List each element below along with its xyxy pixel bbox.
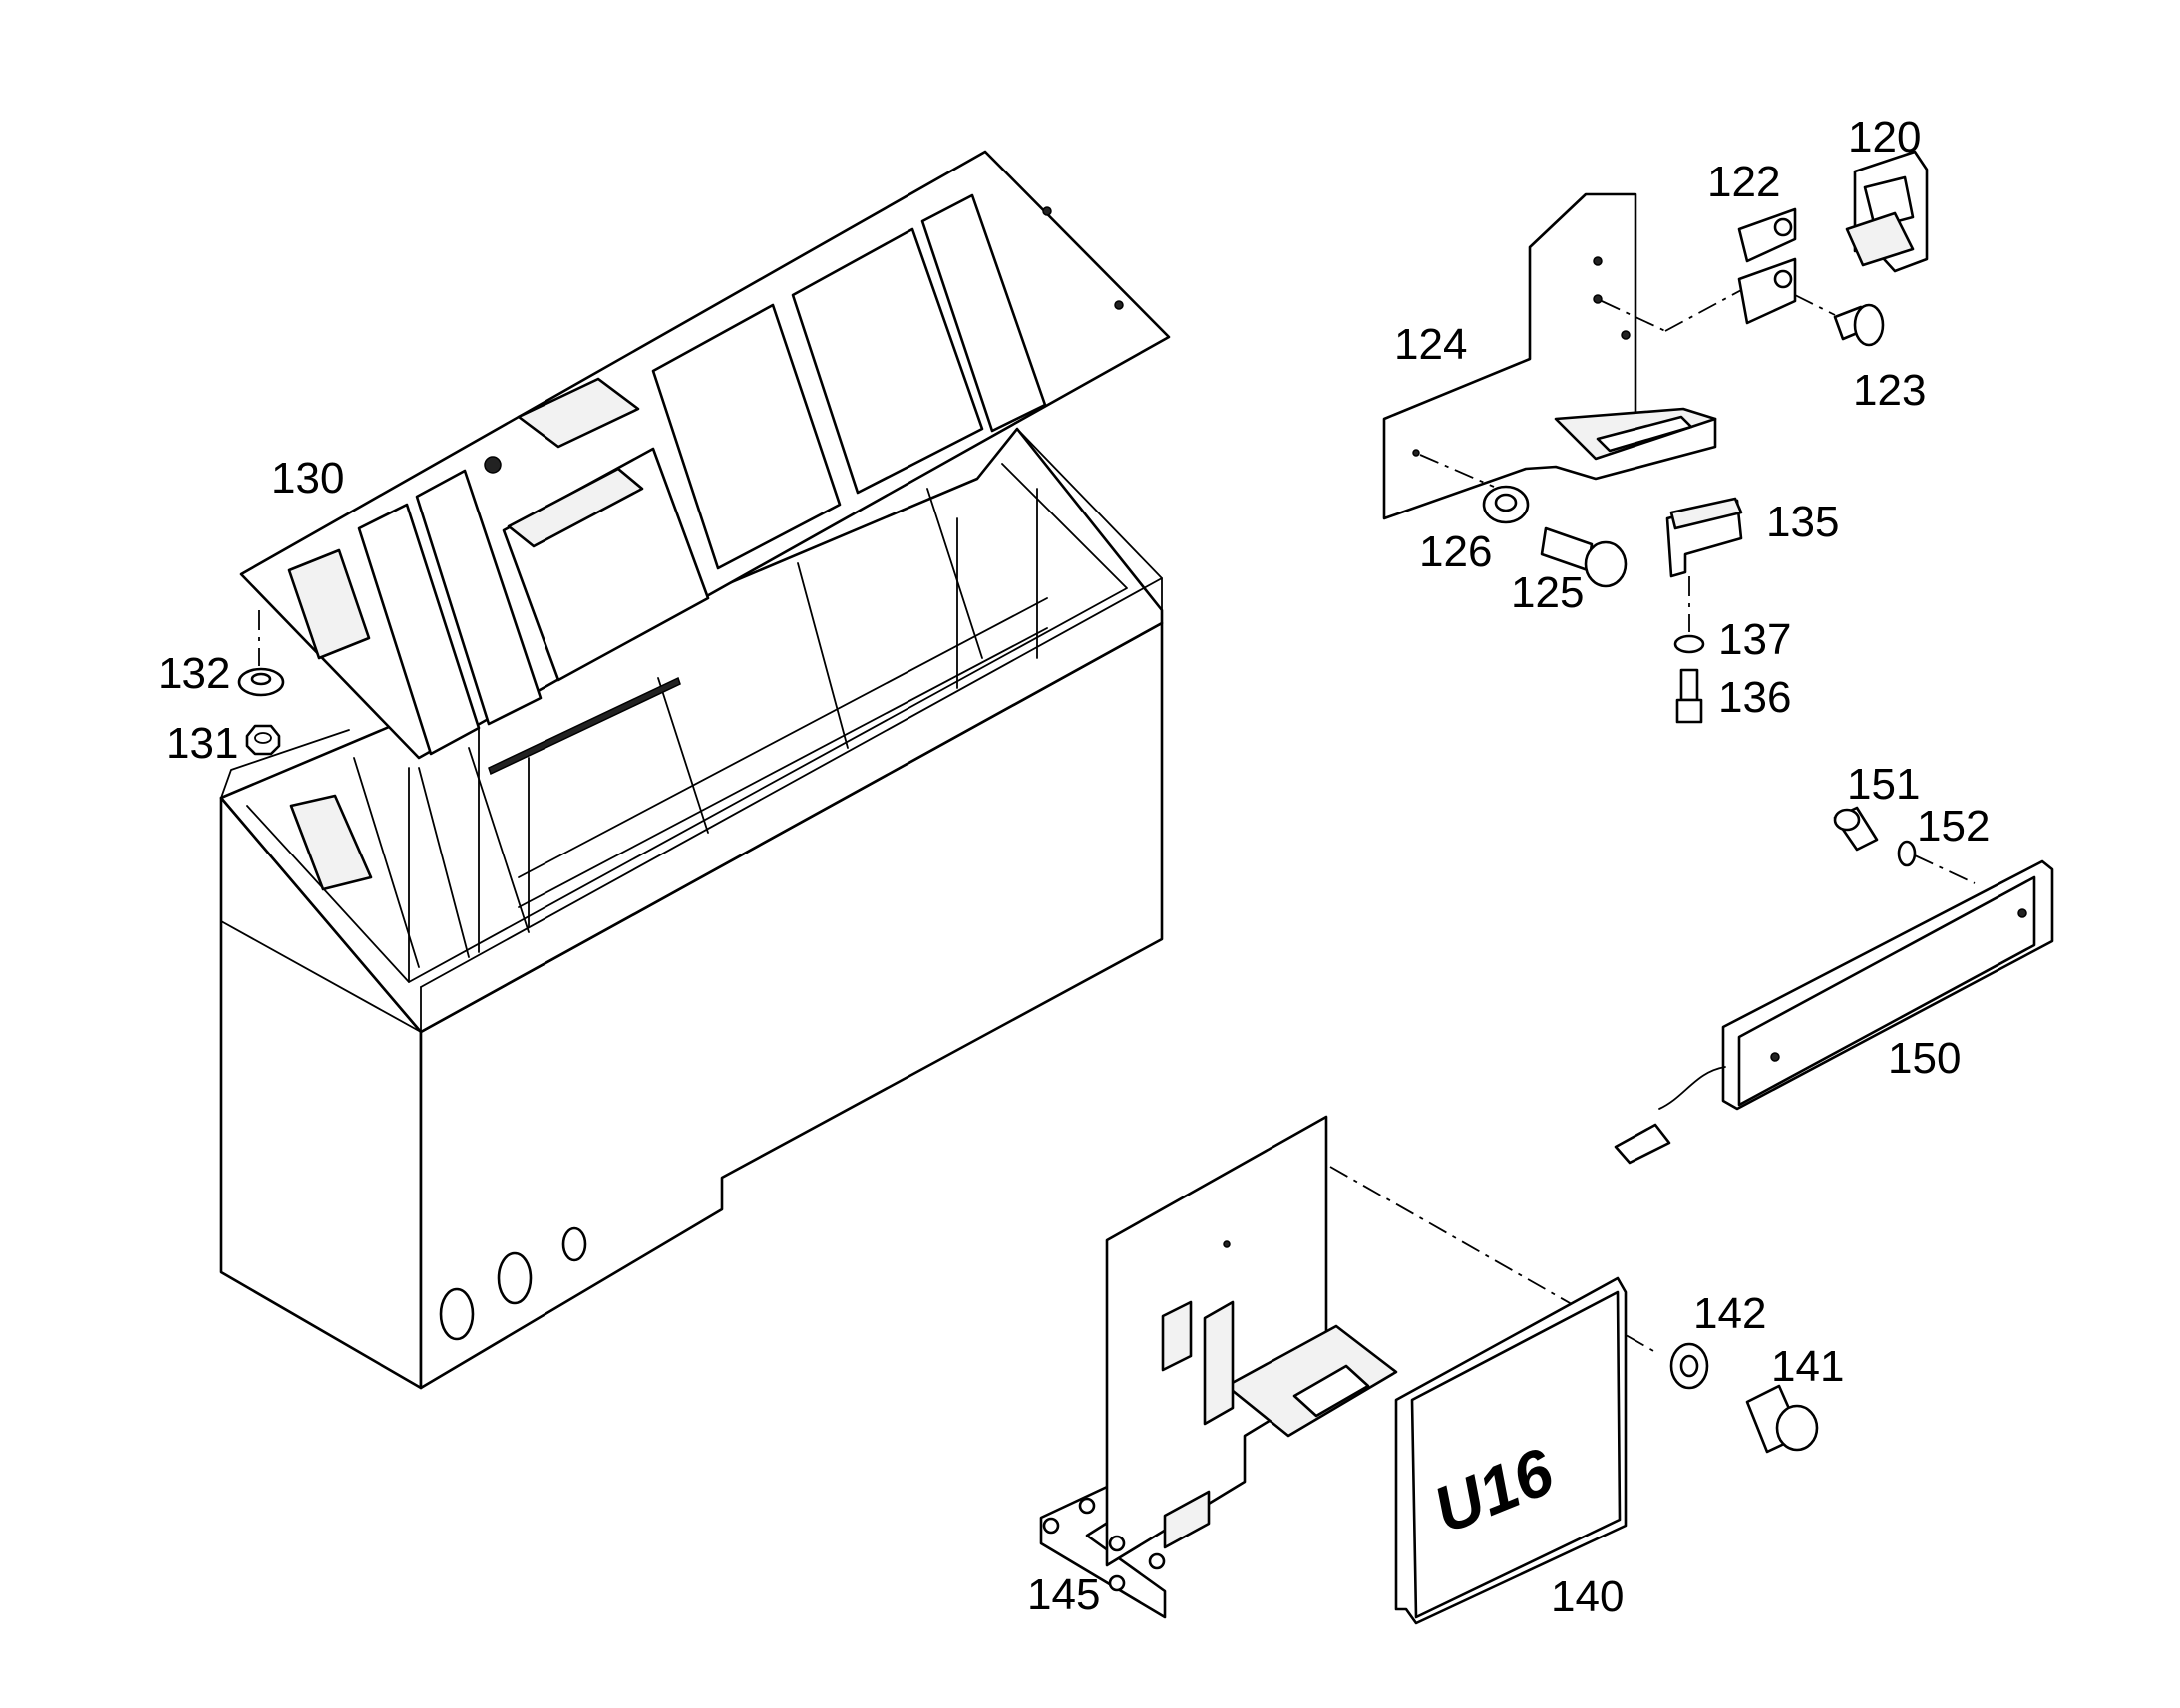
screw-123 xyxy=(1833,303,1885,347)
callout-122: 122 xyxy=(1707,158,1780,206)
washer-132 xyxy=(237,667,285,697)
bracket-124 xyxy=(1382,192,1717,520)
callout-130: 130 xyxy=(271,454,344,503)
callout-136: 136 xyxy=(1718,673,1791,722)
callout-137: 137 xyxy=(1718,615,1791,664)
callout-labels: 120 122 123 124 125 126 130 131 132 135 … xyxy=(158,113,1990,1621)
leader-124-122b xyxy=(1664,288,1744,332)
callout-145: 145 xyxy=(1027,1570,1100,1619)
part-120 xyxy=(1845,150,1929,273)
leader-124-126 xyxy=(1419,454,1495,488)
washer-126 xyxy=(1482,485,1530,524)
control-panel-130 xyxy=(239,150,1171,760)
callout-141: 141 xyxy=(1771,1342,1844,1391)
nut-131 xyxy=(245,724,281,756)
screw-141 xyxy=(1745,1384,1819,1454)
callout-150: 150 xyxy=(1888,1034,1961,1083)
leader-122-123 xyxy=(1794,294,1836,316)
callout-140: 140 xyxy=(1551,1572,1624,1621)
part-122 xyxy=(1737,207,1797,325)
bracket-145 xyxy=(1039,1115,1398,1619)
callout-124: 124 xyxy=(1394,320,1467,369)
leader-152-150 xyxy=(1914,854,1976,884)
leader-124-122 xyxy=(1601,300,1666,332)
callout-152: 152 xyxy=(1917,802,1990,851)
callout-132: 132 xyxy=(158,649,230,698)
callout-135: 135 xyxy=(1766,498,1839,546)
cabinet-housing xyxy=(219,427,1164,1390)
light-bar-150 xyxy=(1614,859,2054,1165)
callout-120: 120 xyxy=(1848,113,1921,162)
washer-137 xyxy=(1673,634,1705,654)
screw-136 xyxy=(1675,668,1703,724)
connector-135 xyxy=(1665,497,1743,578)
screw-125 xyxy=(1540,526,1628,588)
control-module-140: U16 xyxy=(1394,1276,1628,1625)
callout-126: 126 xyxy=(1419,527,1492,576)
washer-152 xyxy=(1897,840,1917,867)
callout-131: 131 xyxy=(166,719,238,768)
callout-123: 123 xyxy=(1853,366,1926,415)
callout-125: 125 xyxy=(1511,568,1584,617)
callout-151: 151 xyxy=(1847,760,1920,809)
callout-142: 142 xyxy=(1693,1289,1766,1338)
screw-151 xyxy=(1833,806,1879,852)
washer-142 xyxy=(1669,1342,1709,1390)
